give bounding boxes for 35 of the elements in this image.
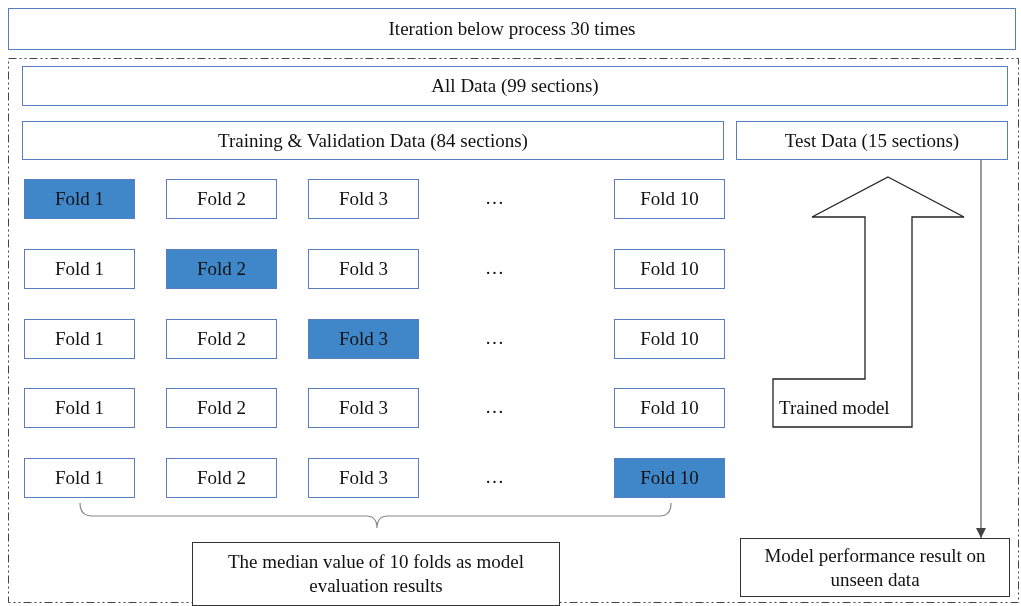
data-box: Test Data (15 sections) bbox=[736, 121, 1008, 160]
selected-fold-box: Fold 3 bbox=[308, 319, 419, 359]
result-box: Model performance result on unseen data bbox=[740, 538, 1010, 597]
selected-fold-box: Fold 2 bbox=[166, 249, 277, 289]
fold-box: Fold 1 bbox=[24, 249, 135, 289]
fold-box: Fold 2 bbox=[166, 388, 277, 428]
selected-fold-box: Fold 10 bbox=[614, 458, 725, 498]
result-box: The median value of 10 folds as model evaluation results bbox=[192, 542, 560, 606]
hollow-arrow-shape bbox=[773, 177, 964, 428]
data-box: All Data (99 sections) bbox=[22, 66, 1008, 106]
fold-box: Fold 10 bbox=[614, 388, 725, 428]
fold-box: Fold 10 bbox=[614, 319, 725, 359]
fold-box: Fold 1 bbox=[24, 319, 135, 359]
arrow bbox=[975, 159, 987, 539]
ellipsis-text: … bbox=[485, 187, 504, 209]
fold-box: Fold 1 bbox=[24, 458, 135, 498]
ellipsis-text: … bbox=[485, 396, 504, 418]
ellipsis-text: … bbox=[485, 327, 504, 349]
fold-box: Fold 2 bbox=[166, 179, 277, 219]
fold-box: Fold 3 bbox=[308, 179, 419, 219]
fold-box: Fold 2 bbox=[166, 458, 277, 498]
fold-box: Fold 3 bbox=[308, 458, 419, 498]
fold-box: Fold 3 bbox=[308, 249, 419, 289]
selected-fold-box: Fold 1 bbox=[24, 179, 135, 219]
data-box: Training & Validation Data (84 sections) bbox=[22, 121, 724, 160]
data-box: Iteration below process 30 times bbox=[8, 8, 1016, 50]
fold-box: Fold 10 bbox=[614, 249, 725, 289]
ellipsis-text: … bbox=[485, 466, 504, 488]
arrow-label: Trained model bbox=[779, 397, 890, 419]
dash-dot-frame bbox=[8, 58, 1019, 603]
fold-box: Fold 10 bbox=[614, 179, 725, 219]
fold-box: Fold 1 bbox=[24, 388, 135, 428]
fold-box: Fold 2 bbox=[166, 319, 277, 359]
fold-box: Fold 3 bbox=[308, 388, 419, 428]
ellipsis-text: … bbox=[485, 257, 504, 279]
